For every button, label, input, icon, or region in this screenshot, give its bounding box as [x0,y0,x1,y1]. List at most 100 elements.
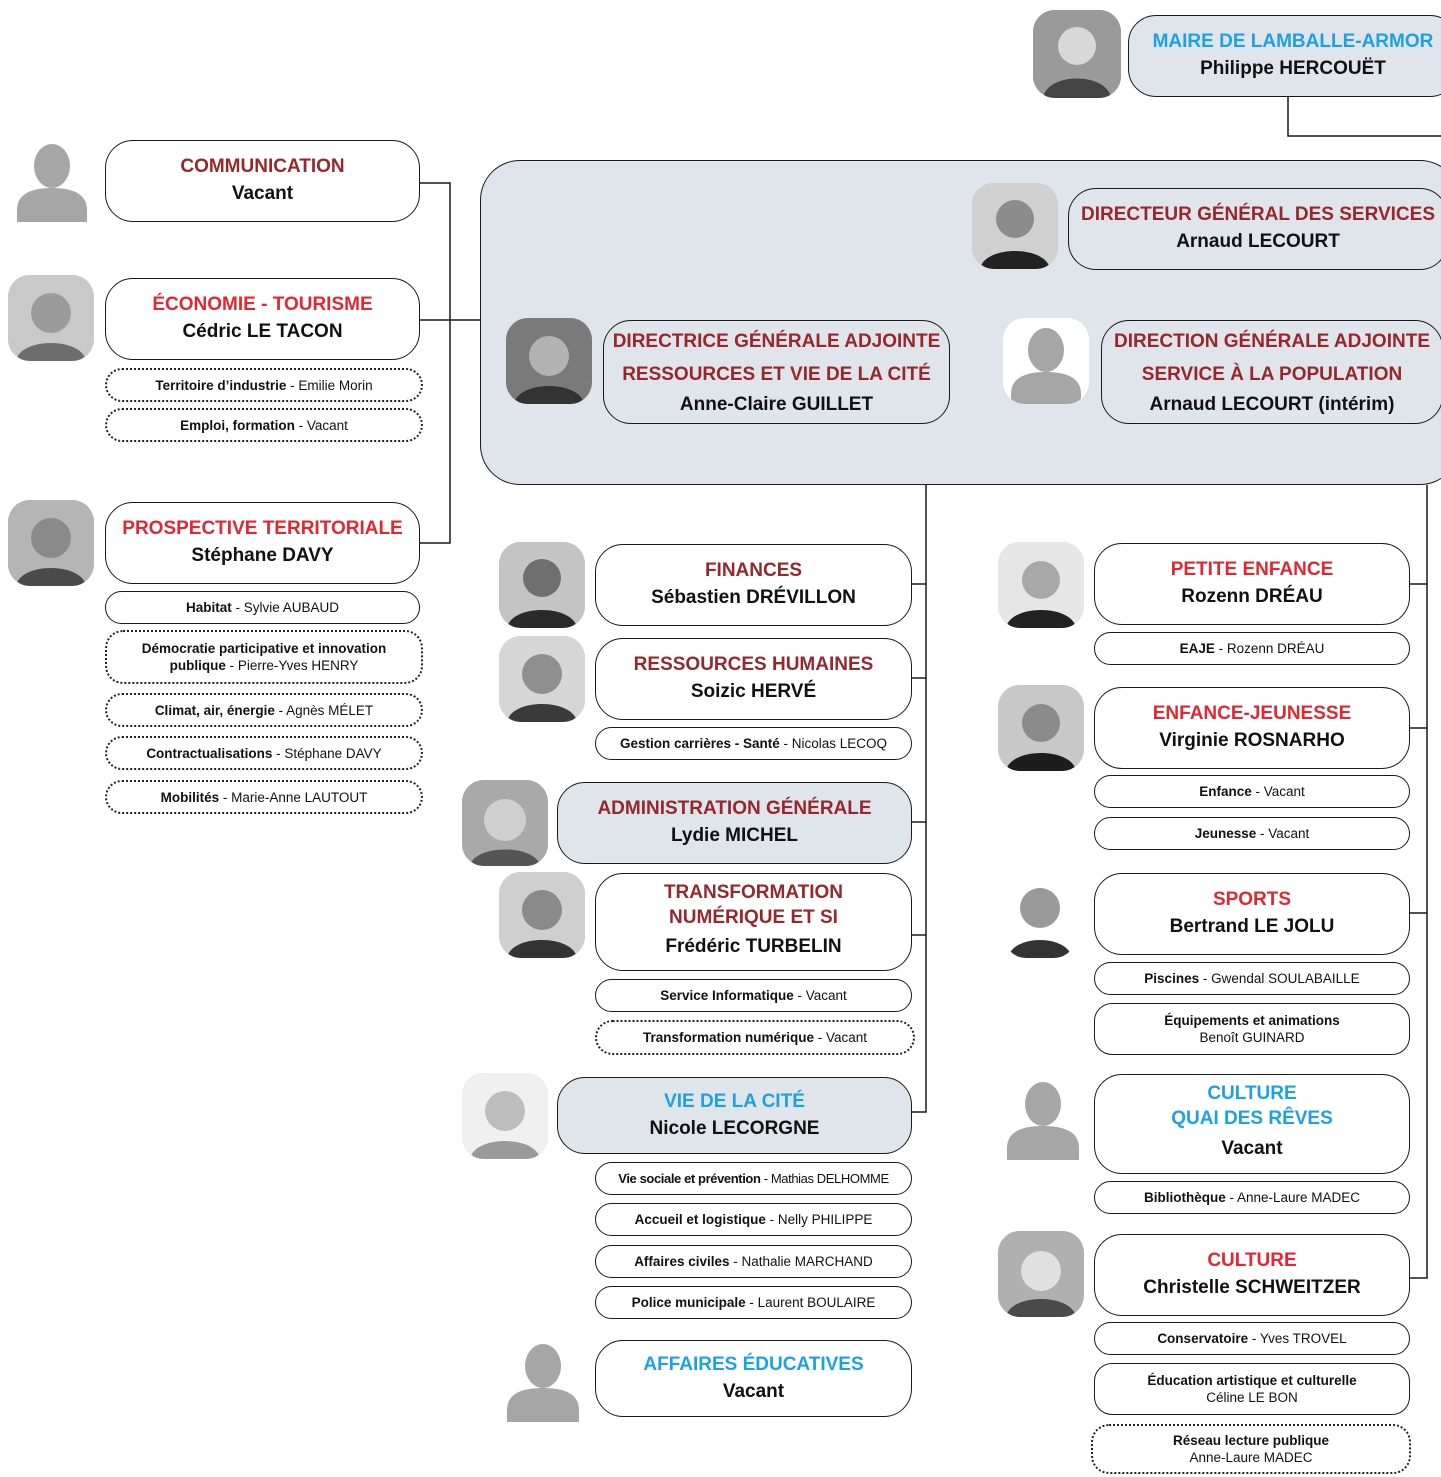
qdr-sub-1: Bibliothèque - Anne-Laure MADEC [1094,1181,1410,1214]
qdr-name: Vacant [1221,1138,1283,1159]
numerique-title-2: NUMÉRIQUE ET SI [669,907,838,928]
prospective-sub-4: Contractualisations - Stéphane DAVY [105,736,423,770]
enfance-sub-2: Jeunesse - Vacant [1094,817,1410,850]
numerique-photo [499,872,585,958]
economie-box: ÉCONOMIE - TOURISME Cédric LE TACON [105,278,420,360]
economie-sub-1: Territoire d’industrie - Emilie Morin [105,368,423,402]
dgs-photo [972,183,1058,269]
prospective-sub-3: Climat, air, énergie - Agnès MÉLET [105,693,423,727]
qdr-title-1: CULTURE [1207,1083,1297,1104]
vie-sub-1: Vie sociale et prévention - Mathias DELH… [595,1162,912,1195]
petite-photo [998,542,1084,628]
culture-name: Christelle SCHWEITZER [1143,1277,1361,1298]
prospective-sub-2: Démocratie participative et innovation p… [105,630,423,684]
rh-photo [499,636,585,722]
enfance-photo [998,685,1084,771]
enfance-title: ENFANCE-JEUNESSE [1152,703,1352,724]
admin-title: ADMINISTRATION GÉNÉRALE [597,798,872,819]
dga1-name: Anne-Claire GUILLET [679,394,874,415]
communication-title: COMMUNICATION [180,156,345,177]
numerique-title-1: TRANSFORMATION [663,882,844,903]
dga2-box: DIRECTION GÉNÉRALE ADJOINTE SERVICE À LA… [1101,320,1441,424]
mayor-photo [1033,10,1121,98]
dgs-title: DIRECTEUR GÉNÉRAL DES SERVICES [1080,204,1436,225]
petite-box: PETITE ENFANCE Rozenn DRÉAU [1094,543,1410,625]
enfance-box: ENFANCE-JEUNESSE Virginie ROSNARHO [1094,687,1410,769]
vie-title: VIE DE LA CITÉ [664,1090,805,1112]
prospective-box: PROSPECTIVE TERRITORIALE Stéphane DAVY [105,502,420,584]
rh-title: RESSOURCES HUMAINES [633,654,874,675]
culture-title: CULTURE [1207,1250,1297,1271]
dga2-name: Arnaud LECOURT (intérim) [1149,394,1395,415]
educ-name: Vacant [722,1380,785,1402]
prospective-sub-5: Mobilités - Marie-Anne LAUTOUT [105,780,423,814]
finances-name: Sébastien DRÉVILLON [651,587,856,608]
communication-name: Vacant [231,183,294,204]
dga2-title-1: DIRECTION GÉNÉRALE ADJOINTE [1114,331,1430,352]
mayor-box: MAIRE DE LAMBALLE-ARMOR Philippe HERCOUË… [1128,15,1441,97]
dga1-box: DIRECTRICE GÉNÉRALE ADJOINTE RESSOURCES … [603,320,950,424]
dgs-box: DIRECTEUR GÉNÉRAL DES SERVICES Arnaud LE… [1068,188,1441,270]
enfance-name: Virginie ROSNARHO [1159,730,1345,751]
numerique-name: Frédéric TURBELIN [665,936,842,957]
person-placeholder-icon [1007,1082,1079,1160]
educ-title: AFFAIRES ÉDUCATIVES [643,1353,864,1375]
economie-sub-2: Emploi, formation - Vacant [105,408,423,442]
numerique-sub-1: Service Informatique - Vacant [595,979,912,1012]
finances-box: FINANCES Sébastien DRÉVILLON [595,544,912,626]
mayor-title: MAIRE DE LAMBALLE-ARMOR [1152,31,1434,52]
dga1-photo [506,318,592,404]
petite-name: Rozenn DRÉAU [1181,586,1323,607]
culture-sub-2: Éducation artistique et culturelle Célin… [1094,1363,1410,1415]
prospective-sub-1: Habitat - Sylvie AUBAUD [105,591,420,624]
culture-photo [998,1231,1084,1317]
communication-box: COMMUNICATION Vacant [105,140,420,222]
dga1-title-2: RESSOURCES ET VIE DE LA CITÉ [622,364,931,385]
enfance-sub-1: Enfance - Vacant [1094,775,1410,808]
finances-title: FINANCES [704,560,803,581]
sports-box: SPORTS Bertrand LE JOLU [1094,873,1410,955]
culture-sub-1: Conservatoire - Yves TROVEL [1094,1322,1410,1355]
numerique-sub-2: Transformation numérique - Vacant [595,1020,915,1055]
vie-sub-4: Police municipale - Laurent BOULAIRE [595,1286,912,1319]
economie-title: ÉCONOMIE - TOURISME [152,294,373,315]
person-placeholder-icon [17,144,87,222]
person-placeholder-icon [1003,318,1089,404]
petite-sub-1: EAJE - Rozenn DRÉAU [1094,632,1410,665]
sports-sub-2: Équipements et animations Benoît GUINARD [1094,1003,1410,1055]
rh-box: RESSOURCES HUMAINES Soizic HERVÉ [595,638,912,720]
sports-sub-1: Piscines - Gwendal SOULABAILLE [1094,962,1410,995]
culture-box: CULTURE Christelle SCHWEITZER [1094,1234,1410,1316]
prospective-photo [8,500,94,586]
mayor-name: Philippe HERCOUËT [1200,58,1386,79]
vie-box: VIE DE LA CITÉ Nicole LECORGNE [557,1077,912,1154]
numerique-box: TRANSFORMATION NUMÉRIQUE ET SI Frédéric … [595,873,912,971]
dga1-title-1: DIRECTRICE GÉNÉRALE ADJOINTE [612,331,941,352]
culture-sub-3: Réseau lecture publique Anne-Laure MADEC [1091,1424,1411,1474]
petite-title: PETITE ENFANCE [1170,559,1334,580]
dga2-title-2: SERVICE À LA POPULATION [1141,364,1403,385]
sports-name: Bertrand LE JOLU [1169,916,1335,937]
admin-photo [462,780,548,866]
dga2-photo [1003,318,1089,404]
prospective-name: Stéphane DAVY [191,545,334,566]
admin-box: ADMINISTRATION GÉNÉRALE Lydie MICHEL [557,782,912,864]
finances-photo [499,542,585,628]
dgs-name: Arnaud LECOURT [1176,231,1340,252]
qdr-box: CULTURE QUAI DES RÊVES Vacant [1094,1074,1410,1174]
rh-sub-1: Gestion carrières - Santé - Nicolas LECO… [595,727,912,760]
sports-title: SPORTS [1212,889,1292,910]
qdr-title-2: QUAI DES RÊVES [1171,1108,1333,1129]
vie-name: Nicole LECORGNE [649,1117,820,1139]
educ-box: AFFAIRES ÉDUCATIVES Vacant [595,1340,912,1417]
economie-photo [8,275,94,361]
vie-sub-2: Accueil et logistique - Nelly PHILIPPE [595,1203,912,1236]
vie-sub-3: Affaires civiles - Nathalie MARCHAND [595,1245,912,1278]
person-placeholder-icon [507,1344,579,1422]
admin-name: Lydie MICHEL [670,825,799,846]
economie-name: Cédric LE TACON [182,321,343,342]
rh-name: Soizic HERVÉ [690,681,817,702]
sports-photo [1004,872,1076,958]
vie-photo [462,1073,548,1159]
